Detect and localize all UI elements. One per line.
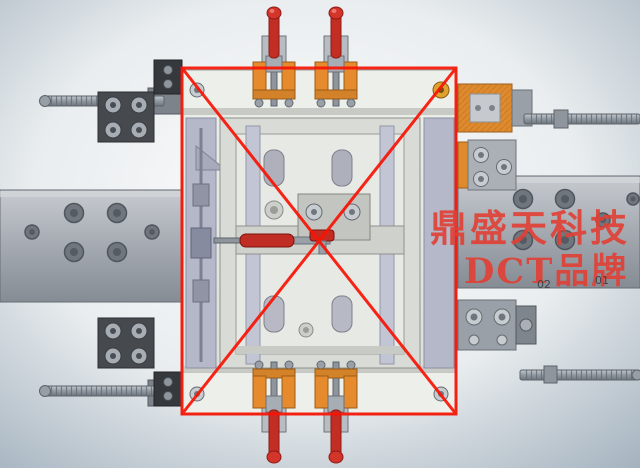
red-clamp-handle	[268, 409, 280, 457]
toggle-clamp-bottom-right	[314, 360, 358, 464]
toggle-clamp-top-left	[252, 6, 296, 108]
slot-hole	[331, 149, 353, 187]
right-hardware-bottom	[457, 299, 640, 384]
part-number-labels: 02 01	[537, 274, 609, 291]
bottom-toggle-clamps	[252, 360, 358, 464]
left-hardware-bottom	[39, 317, 183, 407]
left-beam-holes	[24, 202, 160, 263]
right-beam-plate	[457, 175, 640, 289]
orange-bracket	[343, 375, 358, 409]
red-clamp-handle	[330, 409, 342, 457]
watermark-line2: DCT品牌	[464, 251, 628, 292]
rejection-cross-annotation	[180, 66, 458, 416]
horizontal-clamp-handle	[239, 233, 295, 248]
left-hardware-top	[39, 59, 183, 143]
slot-hole	[263, 295, 285, 333]
part-label-01: 01	[595, 274, 609, 287]
left-beam-plate	[0, 189, 183, 303]
watermark: 鼎盛天科技 DCT品牌	[430, 206, 630, 292]
orange-bracket	[314, 375, 329, 409]
slot-hole	[331, 295, 353, 333]
right-lavender-column	[423, 117, 455, 369]
orange-bracket	[281, 375, 296, 409]
right-hardware-top	[457, 83, 640, 191]
watermark-line1: 鼎盛天科技	[430, 206, 630, 250]
right-beam-holes	[512, 188, 640, 251]
part-label-02: 02	[537, 278, 551, 291]
slot-hole	[263, 149, 285, 187]
toggle-clamp-bottom-left	[252, 360, 296, 464]
orange-bracket	[252, 375, 267, 409]
